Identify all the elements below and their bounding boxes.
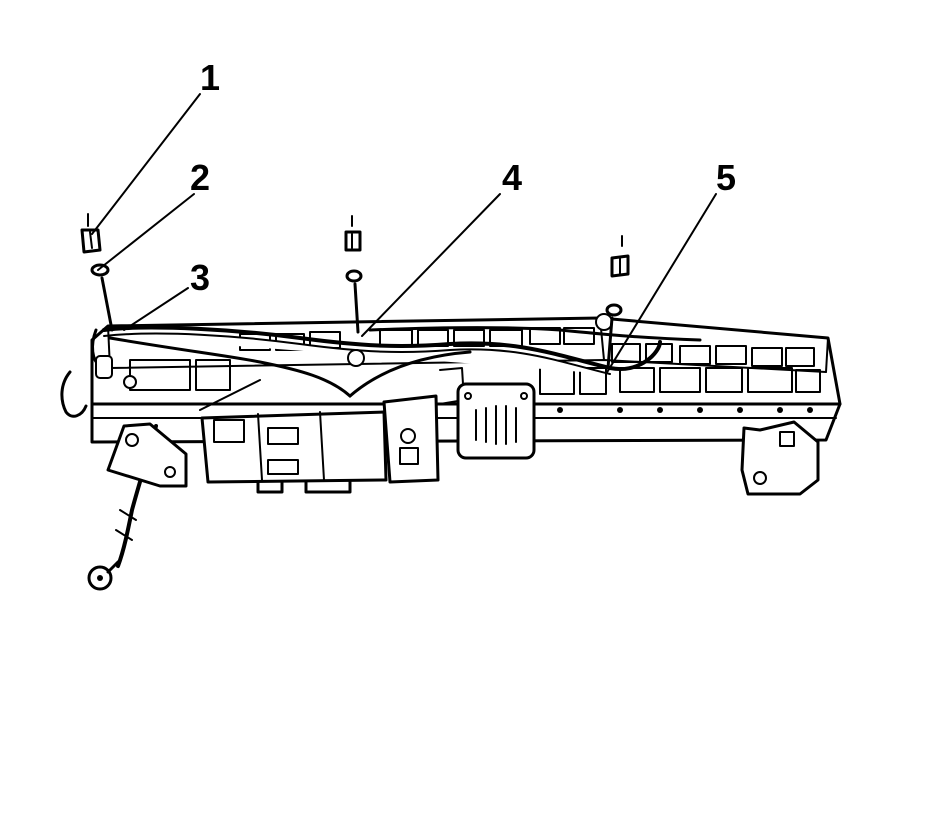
speaker-grille-module: [456, 382, 536, 460]
nut-center: [344, 215, 362, 252]
callout-5: 5: [716, 157, 736, 198]
nut-1-left: [80, 213, 102, 254]
left-mounting-bracket: [106, 422, 188, 488]
washer-right: [605, 303, 623, 370]
callout-2: 2: [190, 157, 210, 198]
callout-1: 1: [200, 57, 220, 98]
wiring-harness: [60, 313, 702, 591]
washer-center: [345, 269, 363, 334]
right-mounting-bracket: [740, 420, 820, 496]
washer-2-left: [90, 263, 114, 332]
leader-lines: [91, 93, 717, 375]
callout-3: 3: [190, 257, 210, 298]
center-bracket: [382, 367, 465, 484]
nut-right: [610, 235, 630, 278]
center-module: [200, 410, 388, 494]
callout-labels: 1 2 3 4 5: [190, 57, 736, 298]
callout-4: 4: [502, 157, 522, 198]
